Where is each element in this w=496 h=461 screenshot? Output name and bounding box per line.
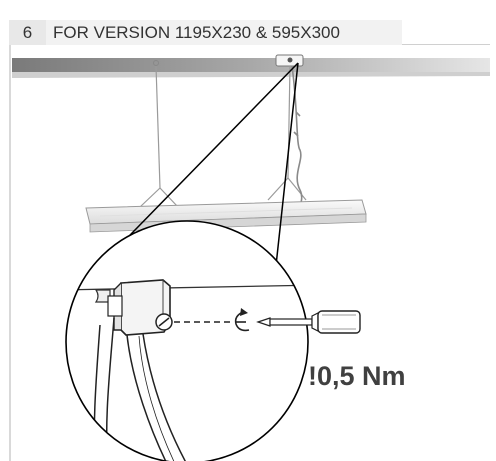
- screw: [155, 313, 173, 331]
- ceiling: [12, 58, 490, 78]
- zoom-detail: [65, 220, 309, 461]
- suspension-wires: [139, 65, 307, 208]
- step-title: FOR VERSION 1195X230 & 595X300: [46, 20, 402, 45]
- title-underline: [402, 44, 490, 45]
- cables-zoomed: [93, 317, 191, 461]
- rotate-clockwise-icon: [234, 308, 250, 332]
- power-cable: [291, 65, 303, 211]
- step-frame-border: [9, 20, 11, 461]
- step-number: 6: [9, 20, 46, 45]
- torque-value: !0,5 Nm: [308, 361, 406, 391]
- screwdriver-icon: [256, 310, 361, 334]
- ceiling-mount-block: [275, 54, 304, 67]
- left-ceiling-hook: [153, 60, 159, 66]
